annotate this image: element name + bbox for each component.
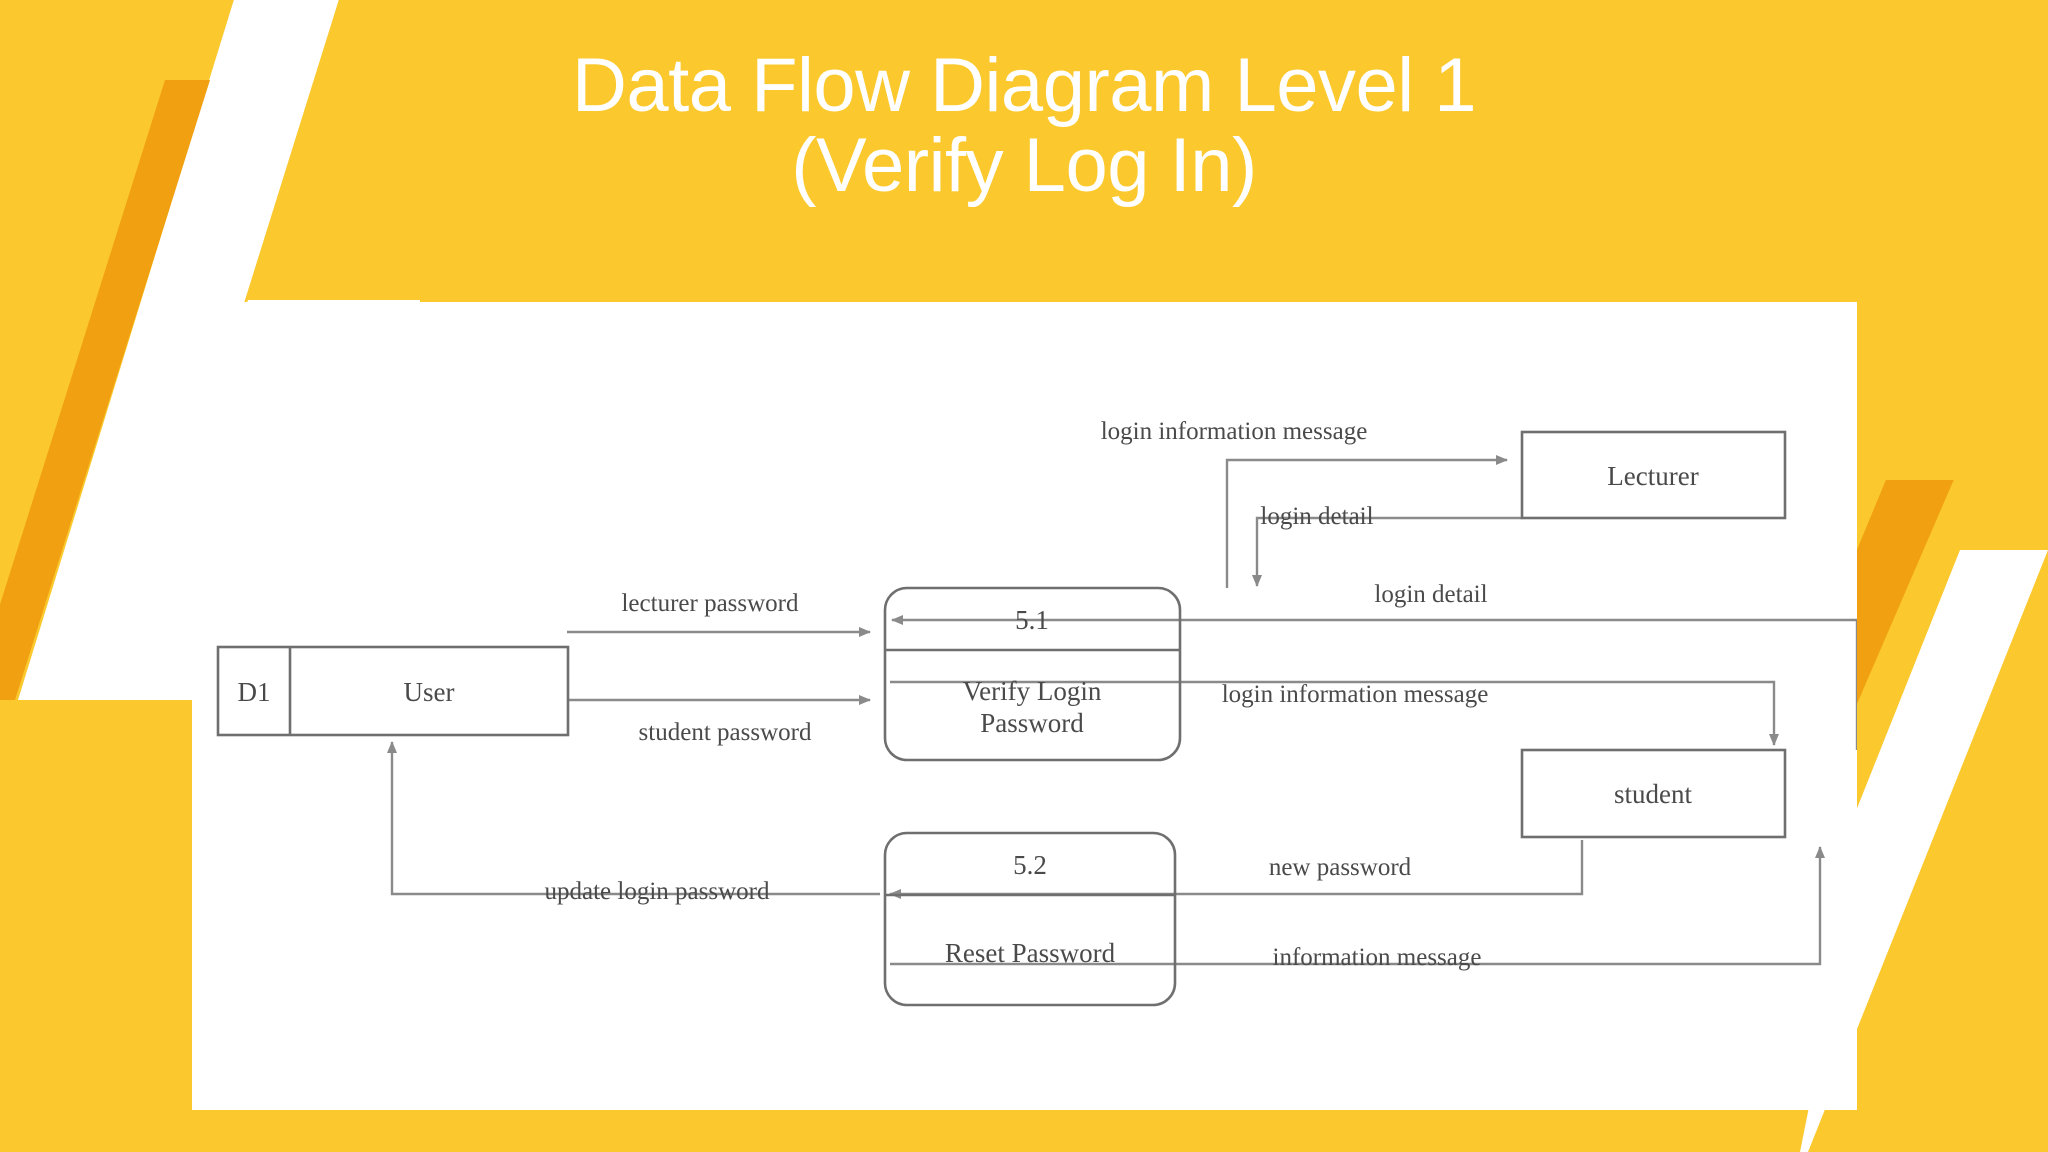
process-5-1-name-line-2: Password [980,708,1084,738]
flow-line-login-detail-student [891,615,1857,750]
flow-line-new-password [889,840,1584,899]
flow-label-login-info-message-lecturer: login information message [1101,418,1368,445]
flow-line-login-detail-lecturer [1252,516,1522,587]
process-5-1-box [883,586,1182,762]
page-title: Data Flow Diagram Level 1 (Verify Log In… [0,46,2048,206]
entity-lecturer-box [1520,430,1787,520]
flow-line-information-message [890,846,1825,966]
process-5-1-name-line-1: Verify Login [963,676,1102,706]
process-5-1-number: 5.1 [1015,605,1049,635]
data-flow-diagram: D1 User 5.1 Verify Login Password 5.2 Re… [216,418,1857,1007]
content-panel: D1 User 5.1 Verify Login Password 5.2 Re… [192,302,1857,1110]
datastore-name-label: User [404,677,455,707]
flow-label-new-password: new password [1269,854,1412,881]
entity-student-box [1520,748,1787,839]
flow-line-update-login-password [387,741,880,896]
flow-line-login-info-message-student [890,680,1779,746]
title-line-2: (Verify Log In) [791,122,1257,208]
flow-label-information-message: information message [1273,944,1482,971]
process-5-2-name-line-1: Reset Password [945,938,1116,968]
entity-student-label: student [1614,779,1692,809]
flow-label-login-detail-lecturer: login detail [1260,503,1373,530]
datastore-id-label: D1 [238,677,271,707]
entity-lecturer-label: Lecturer [1607,461,1698,491]
flow-label-lecturer-password: lecturer password [621,590,799,617]
process-5-2-box [883,831,1177,1007]
datastore-user-box [216,645,570,737]
process-5-2-number: 5.2 [1013,850,1047,880]
flow-label-login-info-message-student: login information message [1222,681,1489,708]
flow-label-student-password: student password [639,719,812,746]
flow-line-login-info-message-lecturer [1225,455,1508,588]
flow-label-login-detail-student: login detail [1374,581,1487,608]
flow-label-update-login-password: update login password [545,878,770,905]
title-line-1: Data Flow Diagram Level 1 [571,43,1477,128]
